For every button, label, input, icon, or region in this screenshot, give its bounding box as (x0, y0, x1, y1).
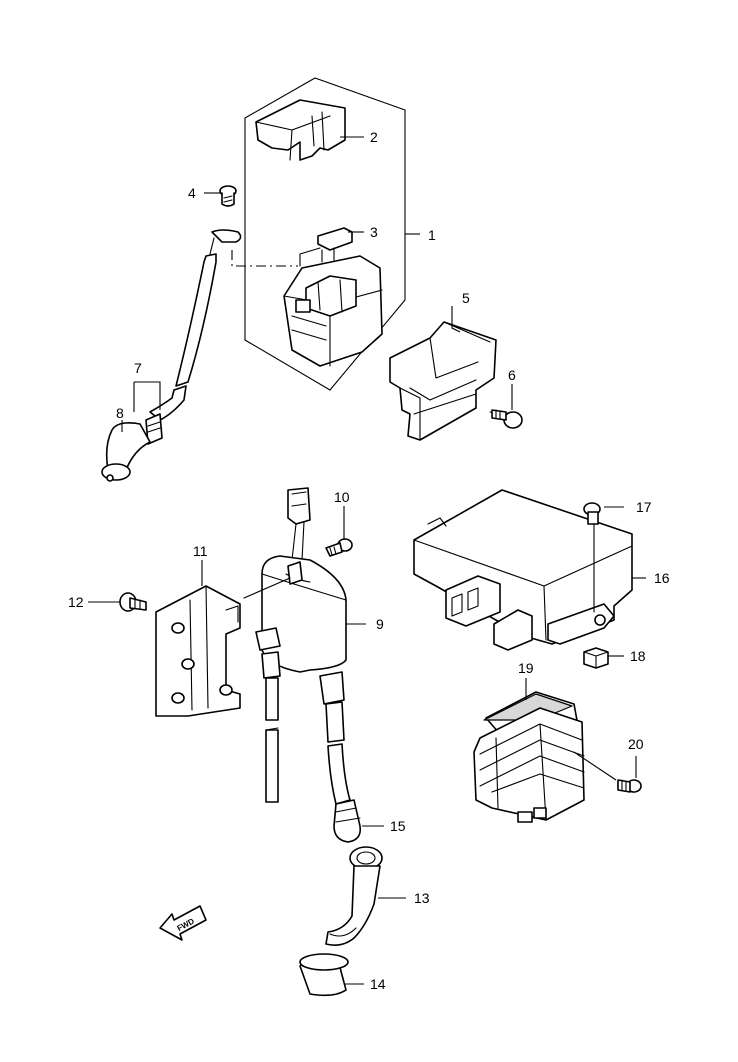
callout-15: 15 (390, 818, 406, 834)
part-17-screw (583, 502, 601, 525)
callout-20: 20 (628, 736, 644, 752)
part-4-screw (219, 185, 237, 207)
callout-14: 14 (370, 976, 386, 992)
part-14-cap (299, 953, 349, 997)
part-10-screw (325, 538, 353, 557)
part-13-plug-boot (325, 846, 383, 946)
callout-1: 1 (428, 227, 436, 243)
callout-labels: 1 2 3 4 5 6 7 8 9 10 11 12 13 14 15 16 1… (68, 129, 670, 992)
assembly-dashline (231, 250, 298, 267)
callout-19: 19 (518, 660, 534, 676)
part-18-nut (583, 647, 609, 669)
callout-2: 2 (370, 129, 378, 145)
part-6-bolt (489, 409, 523, 429)
starter-relay-body (283, 247, 383, 367)
callout-17: 17 (636, 499, 652, 515)
callout-9: 9 (376, 616, 384, 632)
part-20-screw (617, 779, 642, 793)
callout-10: 10 (334, 489, 350, 505)
part-19-regulator (473, 691, 585, 823)
assembly-1-outline (244, 77, 406, 391)
callout-6: 6 (508, 367, 516, 383)
part-12-bolt (119, 592, 147, 612)
part-16-cdi-unit (413, 489, 633, 651)
callout-16: 16 (654, 570, 670, 586)
part-2-relay-cover (255, 99, 346, 161)
part-3-fuse (317, 227, 353, 263)
part-15-cap (333, 799, 362, 843)
callout-12: 12 (68, 594, 84, 610)
leader-lines (88, 136, 646, 985)
callout-18: 18 (630, 648, 646, 664)
callout-7: 7 (134, 360, 142, 376)
part-11-coil-bracket (155, 585, 241, 717)
fwd-arrow-icon: FWD (159, 905, 207, 941)
part-7-8-battery-cable (101, 229, 242, 482)
callout-4: 4 (188, 185, 196, 201)
callout-13: 13 (414, 890, 430, 906)
callout-5: 5 (462, 290, 470, 306)
callout-8: 8 (116, 405, 124, 421)
callout-3: 3 (370, 224, 378, 240)
part-9-ignition-coil (243, 487, 347, 673)
part-5-bracket (389, 321, 497, 441)
high-tension-leads (261, 651, 351, 805)
callout-11: 11 (193, 543, 208, 559)
